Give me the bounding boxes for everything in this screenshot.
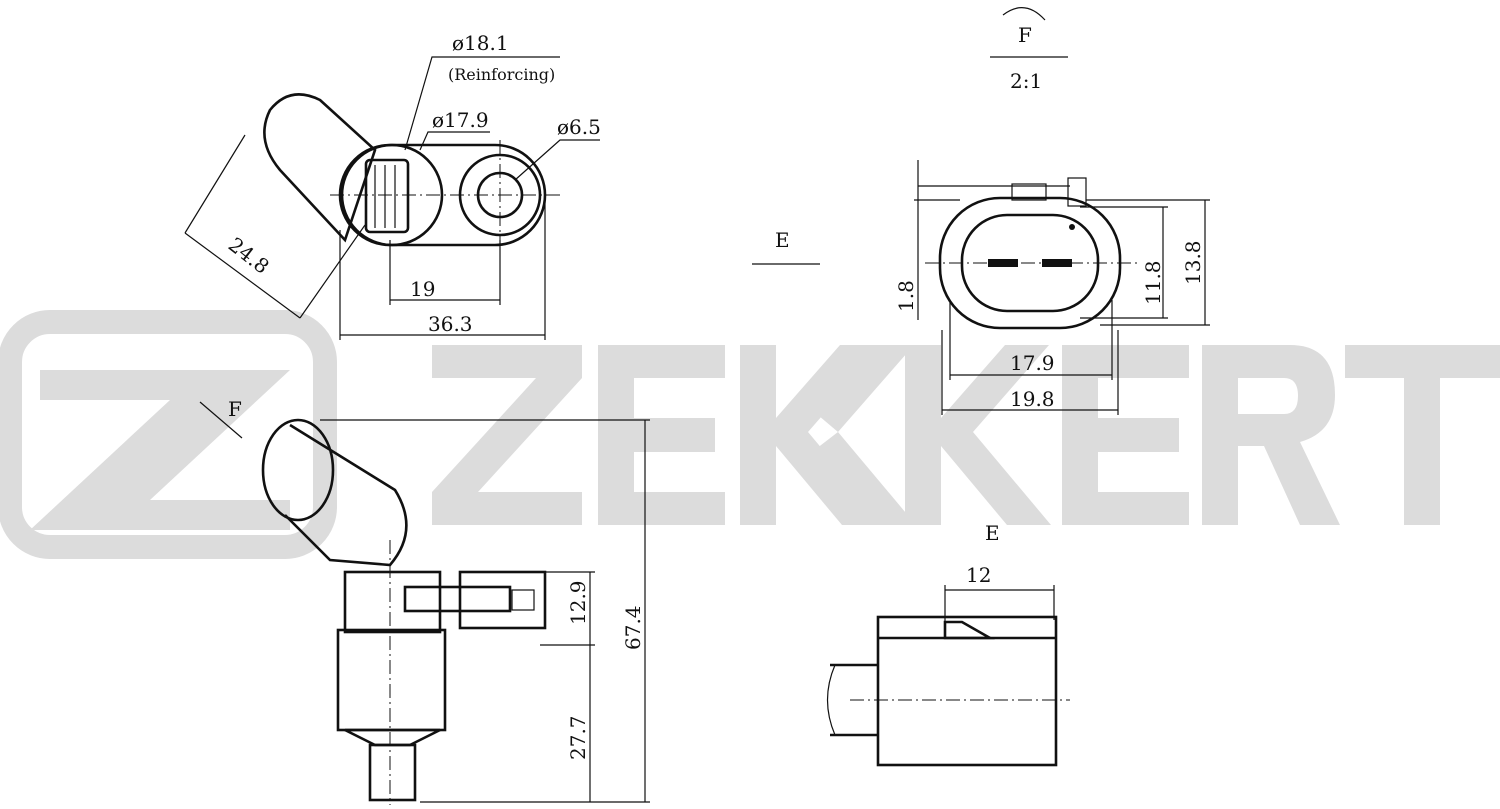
view-arrow-e-label: E: [775, 228, 790, 252]
dim-tab: 1.8: [894, 280, 918, 312]
dim-hole-offset: 19: [410, 277, 435, 301]
side-view: [261, 418, 650, 805]
dim-inner-width: 17.9: [1010, 351, 1055, 375]
dim-inner-height: 11.8: [1141, 260, 1165, 305]
detail-arc: [1002, 7, 1046, 21]
dim-reinforcing-diameter: ø18.1: [452, 31, 509, 55]
dim-diagonal: 24.8: [224, 232, 274, 278]
detail-label: F: [1018, 23, 1032, 47]
dim-outer-height: 13.8: [1181, 240, 1205, 285]
view-arrow-f: [199, 401, 243, 439]
dim-body-diameter: ø17.9: [432, 108, 489, 132]
reinforcing-note: (Reinforcing): [448, 65, 555, 84]
connector-face: [914, 160, 1210, 415]
dim-length: 36.3: [428, 312, 473, 336]
top-view: [184, 56, 600, 340]
dim-pin: 27.7: [566, 715, 590, 760]
view-e: [826, 585, 1070, 767]
dim-total-height: 67.4: [621, 605, 645, 650]
dim-hole-diameter: ø6.5: [557, 115, 601, 139]
view-arrow-f-label: F: [228, 397, 242, 421]
view-e-label: E: [985, 521, 1000, 545]
dim-outer-width: 19.8: [1010, 387, 1055, 411]
detail-scale: 2:1: [1010, 69, 1042, 93]
brand-watermark: [0, 310, 1500, 559]
dim-bracket: 12.9: [566, 580, 590, 625]
dim-width: 12: [966, 563, 991, 587]
